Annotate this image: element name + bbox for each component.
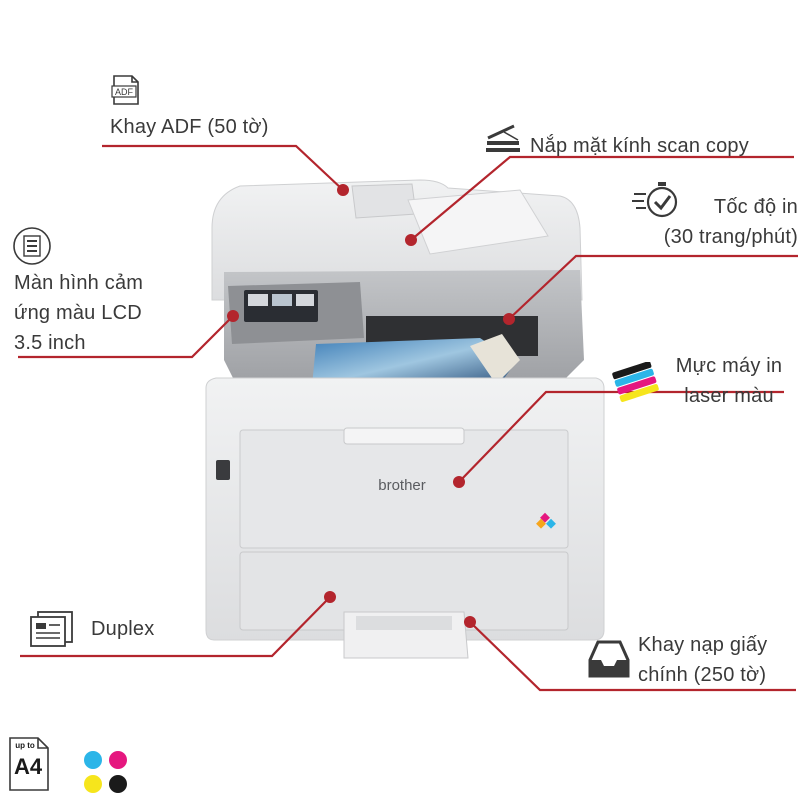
touchscreen-menu-icon <box>13 227 51 265</box>
lcd-label-line3: 3.5 inch <box>14 332 86 354</box>
svg-text:A4: A4 <box>14 754 43 779</box>
toner-label: Mực máy in laser màu <box>666 351 792 411</box>
scan-cover-callout-dot <box>405 234 417 246</box>
svg-text:ADF: ADF <box>115 87 134 97</box>
speed-label-line2: (30 trang/phút) <box>663 226 798 248</box>
tray-label: Khay nạp giấy chính (250 tờ) <box>638 630 767 690</box>
lcd-label-line2: ứng màu LCD <box>14 302 142 324</box>
scan-cover-label: Nắp mặt kính scan copy <box>530 135 749 157</box>
adf-callout-dot <box>337 184 349 196</box>
tray-label-line2: chính (250 tờ) <box>638 664 767 686</box>
duplex-pages-icon <box>30 611 73 647</box>
lcd-label: Màn hình cảm ứng màu LCD 3.5 inch <box>14 268 143 358</box>
toner-label-line1: Mực máy in <box>675 355 783 377</box>
paper-tray-icon <box>588 640 630 678</box>
duplex-callout-dot <box>324 591 336 603</box>
adf-label: Khay ADF (50 tờ) <box>110 116 269 138</box>
duplex-label: Duplex <box>91 618 155 640</box>
toner-cartridges-icon <box>612 362 659 402</box>
toner-callout-dot <box>453 476 465 488</box>
lcd-callout-dot <box>227 310 239 322</box>
scanner-icon <box>486 124 520 152</box>
brand-logo: brother <box>378 477 426 494</box>
tray-callout-dot <box>464 616 476 628</box>
cmyk-color-icon <box>84 751 127 793</box>
speed-callout-dot <box>503 313 515 325</box>
toner-label-line2: laser màu <box>684 385 774 407</box>
svg-text:up to: up to <box>15 741 35 750</box>
tray-label-line1: Khay nạp giấy <box>638 634 768 656</box>
speed-label-line1: Tốc độ in <box>713 196 798 218</box>
color-emblem-icon <box>536 512 556 529</box>
adf-document-icon: ADF <box>111 75 139 105</box>
a4-paper-size-icon: up to A4 <box>9 737 49 791</box>
speed-label: Tốc độ in (30 trang/phút) <box>664 192 798 252</box>
lcd-label-line1: Màn hình cảm <box>14 272 144 294</box>
stopwatch-icon <box>632 182 678 218</box>
